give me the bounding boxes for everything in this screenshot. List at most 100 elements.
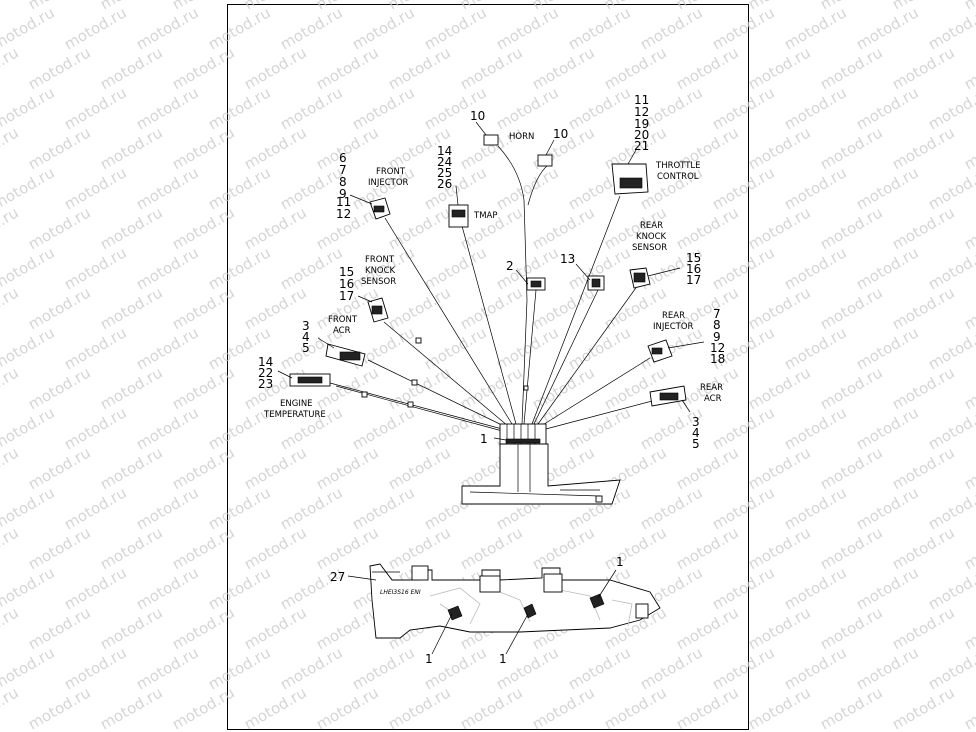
housing-marking: LHEI3S16 ENI [380, 589, 421, 596]
watermark-text: motod.ru [889, 363, 958, 413]
watermark-text: motod.ru [493, 3, 562, 53]
watermark-text: motod.ru [565, 323, 634, 373]
watermark-text: motod.ru [349, 483, 418, 533]
callout-rear-acr-2: 4 [692, 426, 700, 440]
watermark-text: motod.ru [817, 603, 886, 653]
watermark-text: motod.ru [0, 683, 22, 732]
watermark-text: motod.ru [241, 683, 310, 732]
callout-engine-temp-1: 14 [258, 355, 273, 369]
rear-acr-label-line-2: ACR [704, 394, 722, 404]
watermark-text: motod.ru [529, 203, 598, 253]
engine-temperature-label-line-1: ENGINE [280, 399, 313, 409]
callout-rear-injector-3: 9 [713, 330, 721, 344]
rear-acr-label-line-1: REAR [700, 383, 723, 393]
watermark-text: motod.ru [781, 323, 850, 373]
callout-harness-main: 1 [480, 432, 488, 446]
watermark-text: motod.ru [709, 403, 778, 453]
watermark-text: motod.ru [781, 563, 850, 613]
watermark-text: motod.ru [457, 283, 526, 333]
watermark-text: motod.ru [313, 363, 382, 413]
rear-knock-label-line-1: REAR [640, 221, 663, 231]
watermark-text: motod.ru [97, 363, 166, 413]
watermark-text: motod.ru [781, 163, 850, 213]
watermark-text: motod.ru [313, 443, 382, 493]
watermark-text: motod.ru [349, 323, 418, 373]
watermark-text: motod.ru [961, 363, 976, 413]
watermark-text: motod.ru [349, 643, 418, 693]
watermark-text: motod.ru [25, 363, 94, 413]
watermark-text: motod.ru [961, 283, 976, 333]
callout-lower-right: 1 [616, 555, 624, 569]
tmap-sensor [448, 204, 469, 228]
watermark-text: motod.ru [961, 43, 976, 93]
watermark-text: motod.ru [25, 683, 94, 732]
watermark-text: motod.ru [0, 443, 22, 493]
watermark-text: motod.ru [637, 3, 706, 53]
watermark-text: motod.ru [61, 563, 130, 613]
watermark-text: motod.ru [241, 603, 310, 653]
watermark-text: motod.ru [709, 483, 778, 533]
watermark-text: motod.ru [0, 203, 22, 253]
watermark-text: motod.ru [673, 43, 742, 93]
rear-knock-label-line-2: KNOCK [636, 232, 667, 242]
watermark-text: motod.ru [205, 163, 274, 213]
rear-knock-sensor-connector [629, 267, 651, 289]
watermark-text: motod.ru [745, 283, 814, 333]
watermark-text: motod.ru [97, 683, 166, 732]
watermark-text: motod.ru [241, 203, 310, 253]
watermark-text: motod.ru [745, 43, 814, 93]
callout-throttle-4: 20 [634, 128, 649, 142]
watermark-text: motod.ru [25, 603, 94, 653]
watermark-text: motod.ru [457, 523, 526, 573]
rear-knock-mount-connector [587, 275, 605, 291]
tmap-label: TMAP [473, 211, 497, 221]
callout-rear-knock-2: 16 [686, 262, 701, 276]
watermark-text: motod.ru [61, 163, 130, 213]
watermark-text: motod.ru [745, 443, 814, 493]
watermark-text: motod.ru [385, 443, 454, 493]
watermark-text: motod.ru [817, 203, 886, 253]
callout-rear-acr-1: 3 [692, 415, 700, 429]
watermark-text: motod.ru [97, 603, 166, 653]
callout-front-acr-3: 5 [302, 341, 310, 355]
watermark-text: motod.ru [601, 523, 670, 573]
watermark-text: motod.ru [673, 523, 742, 573]
watermark-text: motod.ru [385, 683, 454, 732]
watermark-text: motod.ru [709, 643, 778, 693]
engine-temperature-connector [289, 373, 331, 387]
callout-engine-temp-3: 23 [258, 377, 273, 391]
watermark-text: motod.ru [745, 123, 814, 173]
throttle-control-connector [611, 163, 649, 195]
watermark-text: motod.ru [709, 243, 778, 293]
engine-temperature-label-line-2: TEMPERATURE [263, 410, 326, 420]
watermark-text: motod.ru [457, 43, 526, 93]
watermark-text: motod.ru [0, 0, 22, 13]
watermark-text: motod.ru [205, 643, 274, 693]
watermark-text: motod.ru [205, 483, 274, 533]
watermark-text: motod.ru [601, 43, 670, 93]
watermark-text: motod.ru [313, 123, 382, 173]
watermark-text: motod.ru [745, 203, 814, 253]
watermark-text: motod.ru [25, 283, 94, 333]
callout-front-injector-1: 6 [339, 151, 347, 165]
watermark-text: motod.ru [421, 243, 490, 293]
watermark-text: motod.ru [961, 523, 976, 573]
watermark-text: motod.ru [169, 523, 238, 573]
watermark-text: motod.ru [25, 443, 94, 493]
watermark-text: motod.ru [61, 3, 130, 53]
callout-lower-center: 1 [499, 652, 507, 666]
front-acr-label-line-2: ACR [333, 326, 351, 336]
watermark-text: motod.ru [385, 283, 454, 333]
watermark-text: motod.ru [709, 3, 778, 53]
front-acr-connector [325, 343, 366, 367]
watermark-text: motod.ru [205, 3, 274, 53]
callout-throttle-5: 21 [634, 139, 649, 153]
watermark-text: motod.ru [0, 603, 22, 653]
callout-front-injector-2: 7 [339, 163, 347, 177]
watermark-text: motod.ru [961, 203, 976, 253]
watermark-text: motod.ru [169, 443, 238, 493]
watermark-text: motod.ru [169, 283, 238, 333]
callout-front-acr-1: 3 [302, 319, 310, 333]
watermark-text: motod.ru [241, 283, 310, 333]
watermark-text: motod.ru [313, 603, 382, 653]
